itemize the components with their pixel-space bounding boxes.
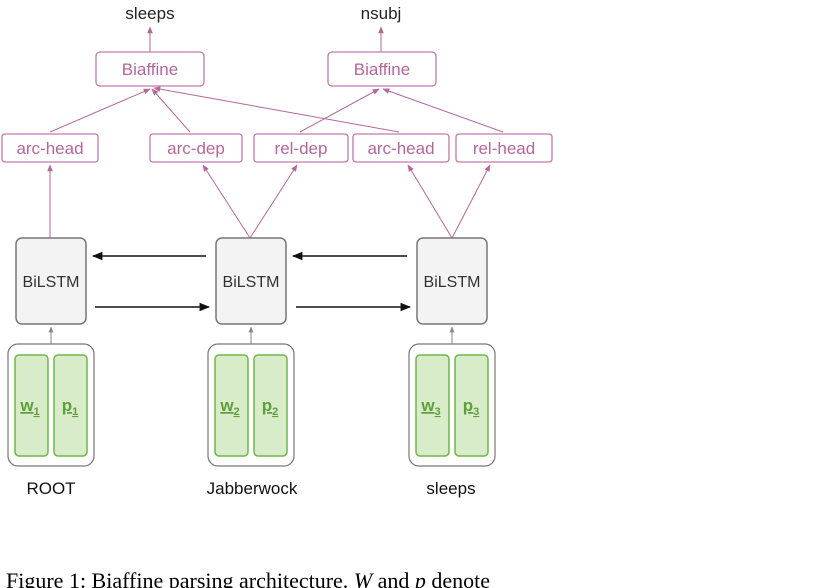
svg-text:w3: w3 [420,396,440,418]
pos-embedding-1 [53,354,88,457]
rel-dep-box: rel-dep [253,133,349,163]
bilstm-label-1: BiLSTM [23,274,80,291]
pos-symbol-1: p [62,396,72,415]
arc-head-root-box: arc-head [1,133,99,163]
arrow-bilstm3-to-arc-head [407,164,453,239]
word-symbol-1: w [19,396,34,415]
arrow-arc-dep-to-biaffine [151,88,191,133]
token-embedding-2: w2 p2 [207,343,295,467]
word-embedding-1 [14,354,49,457]
svg-text:w2: w2 [219,396,239,418]
pos-subscript-1: 1 [72,406,78,418]
rel-head-box: rel-head [455,133,553,163]
arc-head-sleeps-label: arc-head [367,139,434,158]
caption-suffix: denote [425,568,491,588]
arrow-arc-head-sleeps-to-biaffine [153,86,400,133]
arc-head-sleeps-box: arc-head [352,133,450,163]
pos-subscript-3: 3 [473,406,479,418]
arrow-arc-head-root-to-biaffine [49,88,151,133]
caption-mid: and [372,568,415,588]
caption-var-w: W [353,568,373,588]
output-label-sleeps: sleeps [125,4,174,23]
pos-symbol-3: p [463,396,473,415]
word-label-root: ROOT [26,479,75,498]
biaffine-label-left: Biaffine [122,60,178,79]
arrow-rel-dep-to-biaffine [299,88,380,133]
rel-dep-label: rel-dep [275,139,328,158]
word-embedding-3 [415,354,450,457]
bilstm-cell-1: BiLSTM [15,237,87,325]
pos-subscript-2: 2 [272,406,278,418]
arc-dep-label: arc-dep [167,139,225,158]
pos-symbol-2: p [262,396,272,415]
biaffine-box-left: Biaffine [95,51,205,87]
biaffine-box-right: Biaffine [327,51,437,87]
arc-head-root-label: arc-head [16,139,83,158]
output-label-nsubj: nsubj [361,4,402,23]
token-embedding-1: w1 p1 [7,343,95,467]
figure-caption: Figure 1: Biaffine parsing architecture.… [6,566,816,588]
svg-text:p3: p3 [463,396,480,418]
pos-embedding-3 [454,354,489,457]
word-symbol-2: w [219,396,234,415]
word-label-jabberwock: Jabberwock [207,479,298,498]
svg-text:p2: p2 [262,396,279,418]
bilstm-label-3: BiLSTM [424,274,481,291]
bilstm-cell-2: BiLSTM [215,237,287,325]
biaffine-label-right: Biaffine [354,60,410,79]
arrow-bilstm2-to-arc-dep [202,164,251,239]
bilstm-cell-3: BiLSTM [416,237,488,325]
token-embedding-3: w3 p3 [408,343,496,467]
arrow-rel-head-to-biaffine [382,88,504,133]
svg-text:p1: p1 [62,396,79,418]
caption-var-p: p [414,568,426,588]
svg-text:w1: w1 [19,396,39,418]
word-embedding-2 [214,354,249,457]
bilstm-label-2: BiLSTM [223,274,280,291]
word-subscript-1: 1 [34,406,40,418]
arrow-bilstm2-to-rel-dep [249,164,298,239]
arrow-bilstm3-to-rel-head [451,164,491,239]
pos-embedding-2 [253,354,288,457]
word-subscript-3: 3 [435,406,441,418]
caption-prefix: Figure 1: Biaffine parsing architecture. [6,568,354,588]
word-subscript-2: 2 [234,406,240,418]
word-symbol-3: w [420,396,435,415]
arc-dep-box: arc-dep [149,133,243,163]
word-label-sleeps: sleeps [426,479,475,498]
rel-head-label: rel-head [473,139,535,158]
